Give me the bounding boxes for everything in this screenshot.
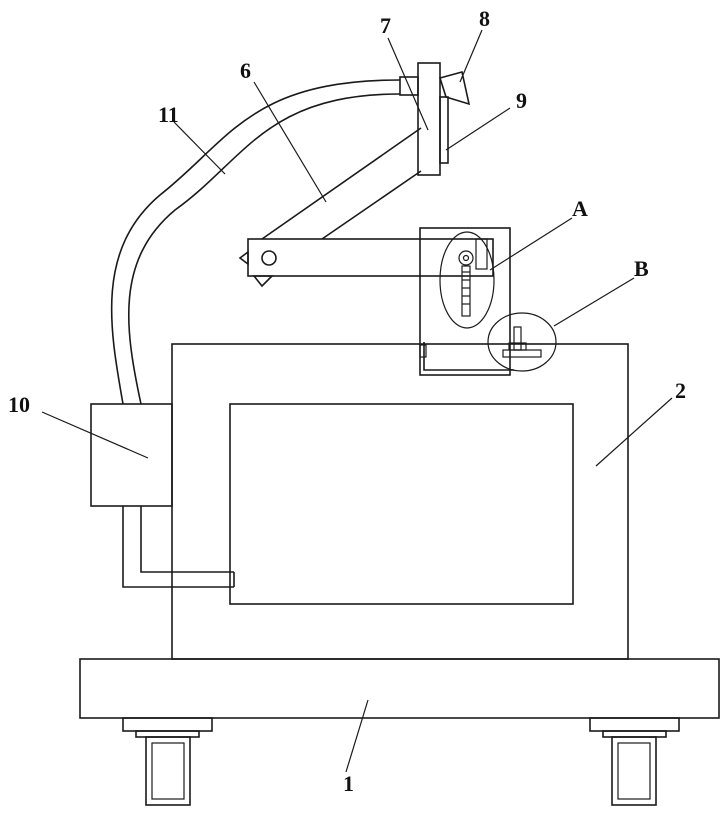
hose bbox=[112, 80, 400, 404]
cabinet-body bbox=[172, 344, 628, 659]
label-detail-a: A bbox=[572, 196, 588, 221]
arm-bracket bbox=[420, 228, 514, 375]
detail-a bbox=[440, 232, 494, 328]
control-box bbox=[91, 404, 172, 506]
arm bbox=[240, 128, 493, 286]
label-box: 10 bbox=[8, 392, 30, 417]
label-cabinet: 2 bbox=[675, 378, 686, 403]
cabinet-window bbox=[230, 404, 573, 604]
detail-b bbox=[488, 313, 556, 371]
label-mount: 7 bbox=[380, 13, 391, 38]
left-caster bbox=[123, 718, 212, 805]
base-platform bbox=[80, 659, 719, 718]
label-arm: 6 bbox=[240, 58, 251, 83]
label-detail-b: B bbox=[634, 256, 649, 281]
nozzle bbox=[440, 72, 469, 104]
label-plate: 9 bbox=[516, 88, 527, 113]
mount-block bbox=[418, 63, 440, 175]
box-pipe-inner bbox=[141, 506, 234, 572]
mount-plate bbox=[440, 97, 448, 163]
label-base: 1 bbox=[343, 771, 354, 796]
box-pipe-outer bbox=[123, 506, 234, 587]
label-nozzle: 8 bbox=[479, 6, 490, 31]
label-hose: 11 bbox=[158, 102, 179, 127]
right-caster bbox=[590, 718, 679, 805]
